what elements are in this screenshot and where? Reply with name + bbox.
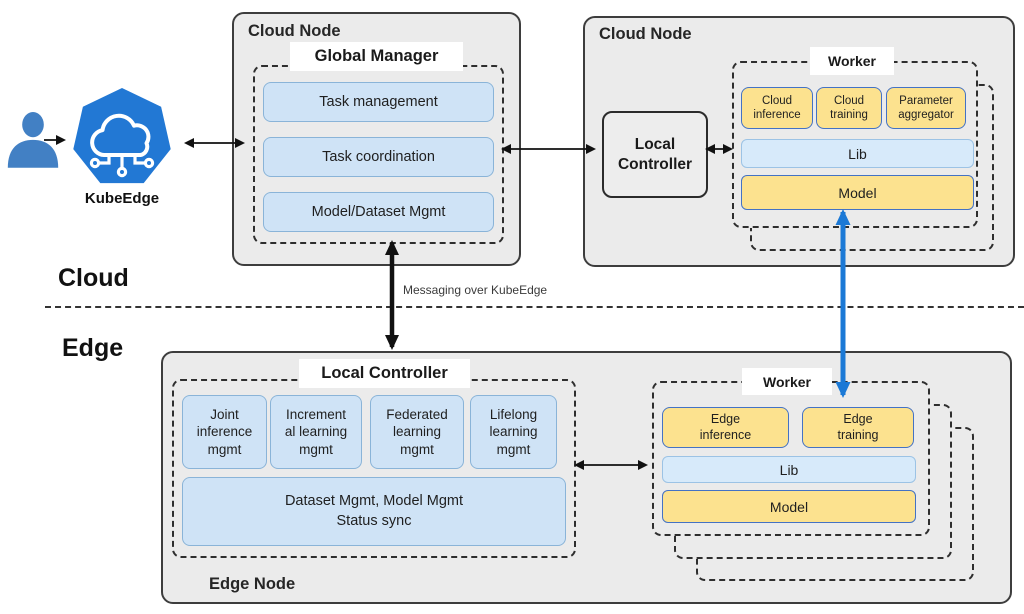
federated-learning-mgmt-box: Federated learning mgmt [370,395,464,469]
edge-local-controller-label: Local Controller [299,359,470,388]
cloud-worker-box: Cloud inference Cloud training Parameter… [732,61,978,228]
kubeedge-logo-icon [73,88,171,184]
cloud-local-controller-box: Local Controller [602,111,708,198]
cloud-node-right: Cloud Node Local Controller Cloud infere… [583,16,1015,267]
cloud-worker-label: Worker [810,47,894,75]
edge-lib-box: Lib [662,456,916,483]
kubeedge-label: KubeEdge [84,190,160,207]
cloud-edge-divider [45,306,1024,308]
cloud-node-left: Cloud Node Global Manager Task managemen… [232,12,521,266]
edge-node-title: Edge Node [209,575,296,593]
global-manager-label: Global Manager [290,42,463,71]
edge-section-label: Edge [62,334,124,362]
edge-training-box: Edge training [802,407,914,448]
edge-worker-box: Edge inference Edge training Lib Model [652,381,930,536]
task-coordination-box: Task coordination [263,137,494,177]
incremental-learning-mgmt-box: Increment al learning mgmt [270,395,362,469]
lifelong-learning-mgmt-box: Lifelong learning mgmt [470,395,557,469]
dataset-model-mgmt-box: Dataset Mgmt, Model Mgmt Status sync [182,477,566,546]
cloud-lib-box: Lib [741,139,974,168]
parameter-aggregator-box: Parameter aggregator [886,87,966,129]
edge-worker-label: Worker [742,368,832,395]
model-dataset-mgmt-box: Model/Dataset Mgmt [263,192,494,232]
cloud-section-label: Cloud [58,264,129,292]
messaging-label: Messaging over KubeEdge [403,283,548,297]
cloud-node-left-title: Cloud Node [248,22,341,40]
joint-inference-mgmt-box: Joint inference mgmt [182,395,267,469]
edge-node: Local Controller Joint inference mgmt In… [161,351,1012,604]
edge-inference-box: Edge inference [662,407,789,448]
task-management-box: Task management [263,82,494,122]
cloud-node-right-title: Cloud Node [599,25,692,43]
user-icon [7,112,59,168]
edge-model-box: Model [662,490,916,523]
cloud-inference-box: Cloud inference [741,87,813,129]
cloud-model-box: Model [741,175,974,210]
cloud-training-box: Cloud training [816,87,882,129]
